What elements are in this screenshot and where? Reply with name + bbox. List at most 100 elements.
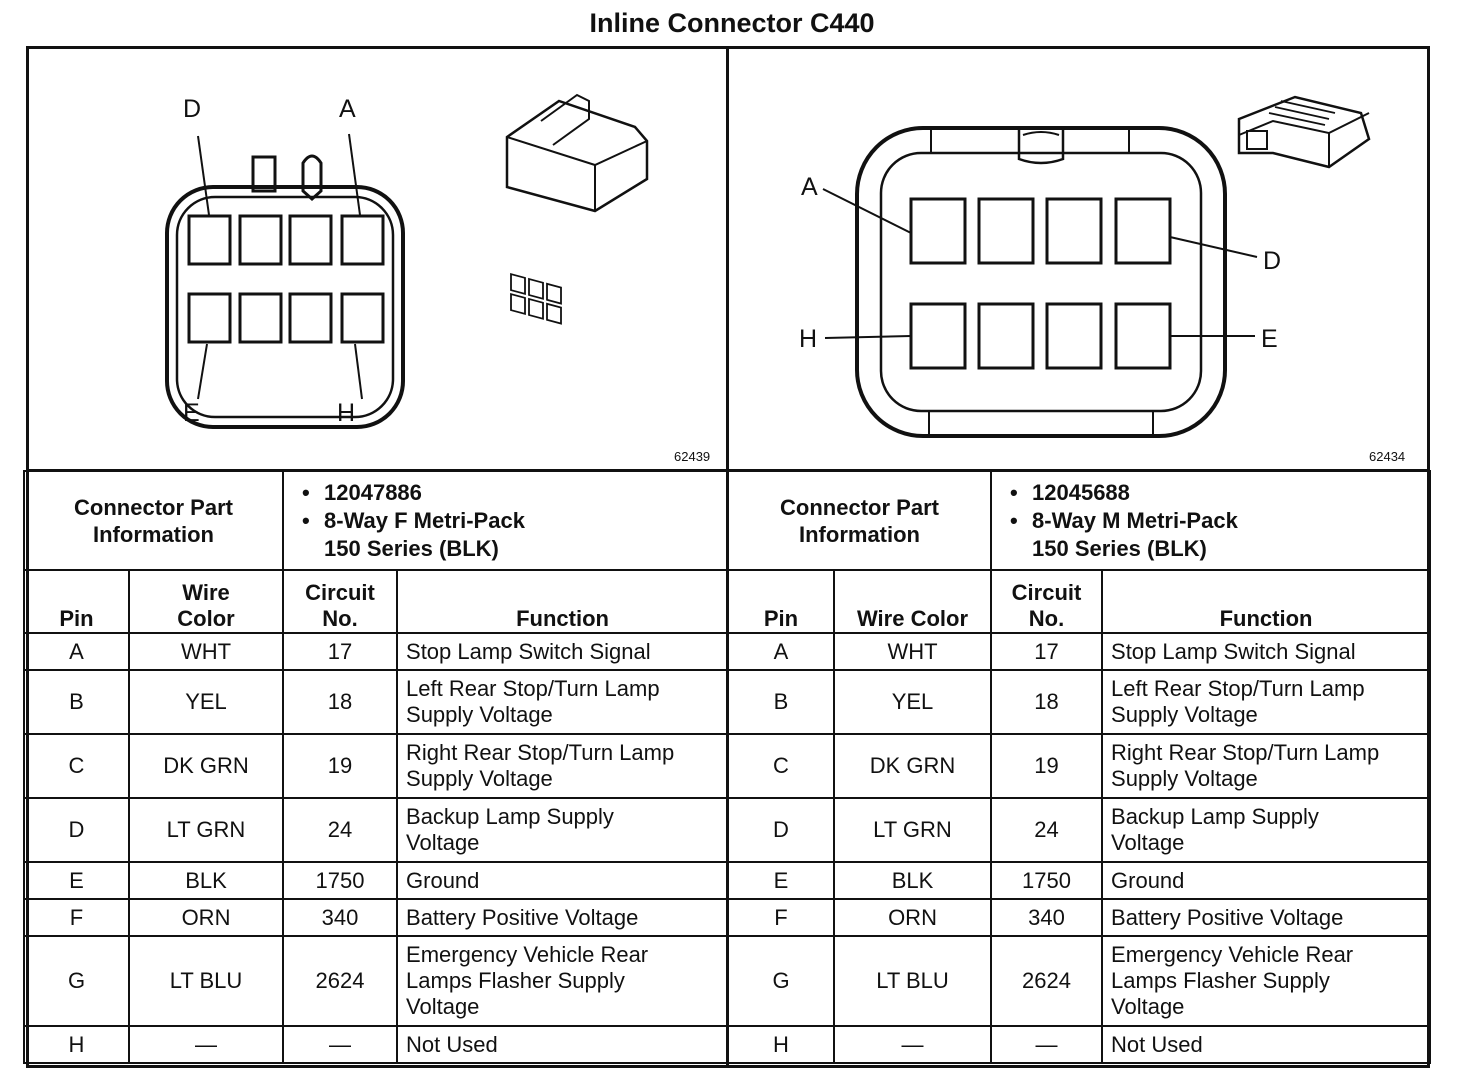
function-cell: Ground xyxy=(396,861,730,900)
function-line: Voltage xyxy=(1111,830,1185,855)
circuit-cell: — xyxy=(990,1025,1104,1064)
connector-iso-view xyxy=(1237,95,1371,169)
function-line: Stop Lamp Switch Signal xyxy=(406,638,651,664)
circuit-cell: 340 xyxy=(990,898,1104,937)
wire-color-cell: LT BLU xyxy=(127,935,285,1027)
header-function: Function xyxy=(1101,569,1432,634)
connector-shell xyxy=(855,126,1227,438)
pin-label-d: D xyxy=(1263,247,1282,275)
circuit-cell: 2624 xyxy=(990,935,1104,1027)
function-line: Emergency Vehicle Rear xyxy=(1111,942,1354,967)
circuit-cell: 18 xyxy=(282,669,399,735)
pin-cell: D xyxy=(23,797,130,863)
latch-tab xyxy=(251,155,277,193)
header-pin: Pin xyxy=(23,569,130,634)
wire-color-cell: YEL xyxy=(127,669,285,735)
pin-cell: C xyxy=(23,733,130,799)
function-line: Voltage xyxy=(406,830,480,855)
header-pin: Pin xyxy=(727,569,835,634)
pin-cell: E xyxy=(727,861,835,900)
table-row: H——Not Used xyxy=(727,1025,1432,1064)
right-connector-diagram: A D H E 62434 xyxy=(729,49,1430,469)
function-line: Backup Lamp Supply xyxy=(406,804,614,829)
circuit-cell: 1750 xyxy=(282,861,399,900)
wire-color-cell: LT BLU xyxy=(832,935,993,1027)
function-line: Lamps Flasher Supply xyxy=(1111,968,1330,993)
wire-color-cell: ORN xyxy=(127,898,285,937)
figure-number: 62434 xyxy=(1369,449,1406,464)
function-line: Supply Voltage xyxy=(1111,766,1258,791)
circuit-cell: 19 xyxy=(990,733,1104,799)
pin-cell: F xyxy=(23,898,130,937)
pin-cell: B xyxy=(727,669,835,735)
circuit-cell: 2624 xyxy=(282,935,399,1027)
header-wire-color: Wire Color xyxy=(832,569,993,634)
function-line: Supply Voltage xyxy=(406,702,553,727)
wire-color-cell: DK GRN xyxy=(832,733,993,799)
function-cell: Battery Positive Voltage xyxy=(396,898,730,937)
left-connector-diagram: D A E H 62439 xyxy=(29,49,726,469)
right-pinout-table: Connector Part Information •12045688 •8-… xyxy=(726,470,1432,1064)
function-line: Battery Positive Voltage xyxy=(406,904,639,930)
wire-color-cell: — xyxy=(832,1025,993,1064)
function-line: Ground xyxy=(406,867,480,893)
function-line: Not Used xyxy=(406,1031,498,1057)
circuit-cell: 18 xyxy=(990,669,1104,735)
function-cell: Stop Lamp Switch Signal xyxy=(396,632,730,671)
wire-color-cell: DK GRN xyxy=(127,733,285,799)
pin-cell: H xyxy=(727,1025,835,1064)
wire-color-cell: YEL xyxy=(832,669,993,735)
circuit-cell: 17 xyxy=(282,632,399,671)
pin-cell: C xyxy=(727,733,835,799)
pin-label-h: H xyxy=(337,399,356,427)
wire-color-cell: LT GRN xyxy=(832,797,993,863)
header-function: Function xyxy=(396,569,730,634)
left-pinout-table: Connector Part Information •12047886 •8-… xyxy=(22,470,730,1064)
connector-info-label: Connector Part Information xyxy=(726,470,993,571)
wire-color-cell: — xyxy=(127,1025,285,1064)
male-connector-face xyxy=(822,95,1371,438)
wire-color-cell: BLK xyxy=(127,861,285,900)
connector-part-info: •12047886 •8-Way F Metri-Pack 150 Series… xyxy=(282,470,730,571)
function-cell: Not Used xyxy=(1101,1025,1432,1064)
function-line: Left Rear Stop/Turn Lamp xyxy=(406,676,660,701)
function-cell: Not Used xyxy=(396,1025,730,1064)
pin-label-e: E xyxy=(183,399,200,427)
function-cell: Stop Lamp Switch Signal xyxy=(1101,632,1432,671)
wire-color-cell: WHT xyxy=(127,632,285,671)
connector-info-row: Connector Part Information •12047886 •8-… xyxy=(22,470,730,571)
function-line: Supply Voltage xyxy=(406,766,553,791)
function-line: Voltage xyxy=(1111,994,1185,1019)
pin-label-h: H xyxy=(799,325,818,353)
function-line: Left Rear Stop/Turn Lamp xyxy=(1111,676,1365,701)
wire-color-cell: ORN xyxy=(832,898,993,937)
connector-info-label: Connector Part Information xyxy=(22,470,285,571)
pin-cell: F xyxy=(727,898,835,937)
pin-label-a: A xyxy=(339,95,356,123)
wire-color-cell: LT GRN xyxy=(127,797,285,863)
pin-cell: G xyxy=(23,935,130,1027)
latch-post xyxy=(301,154,323,202)
